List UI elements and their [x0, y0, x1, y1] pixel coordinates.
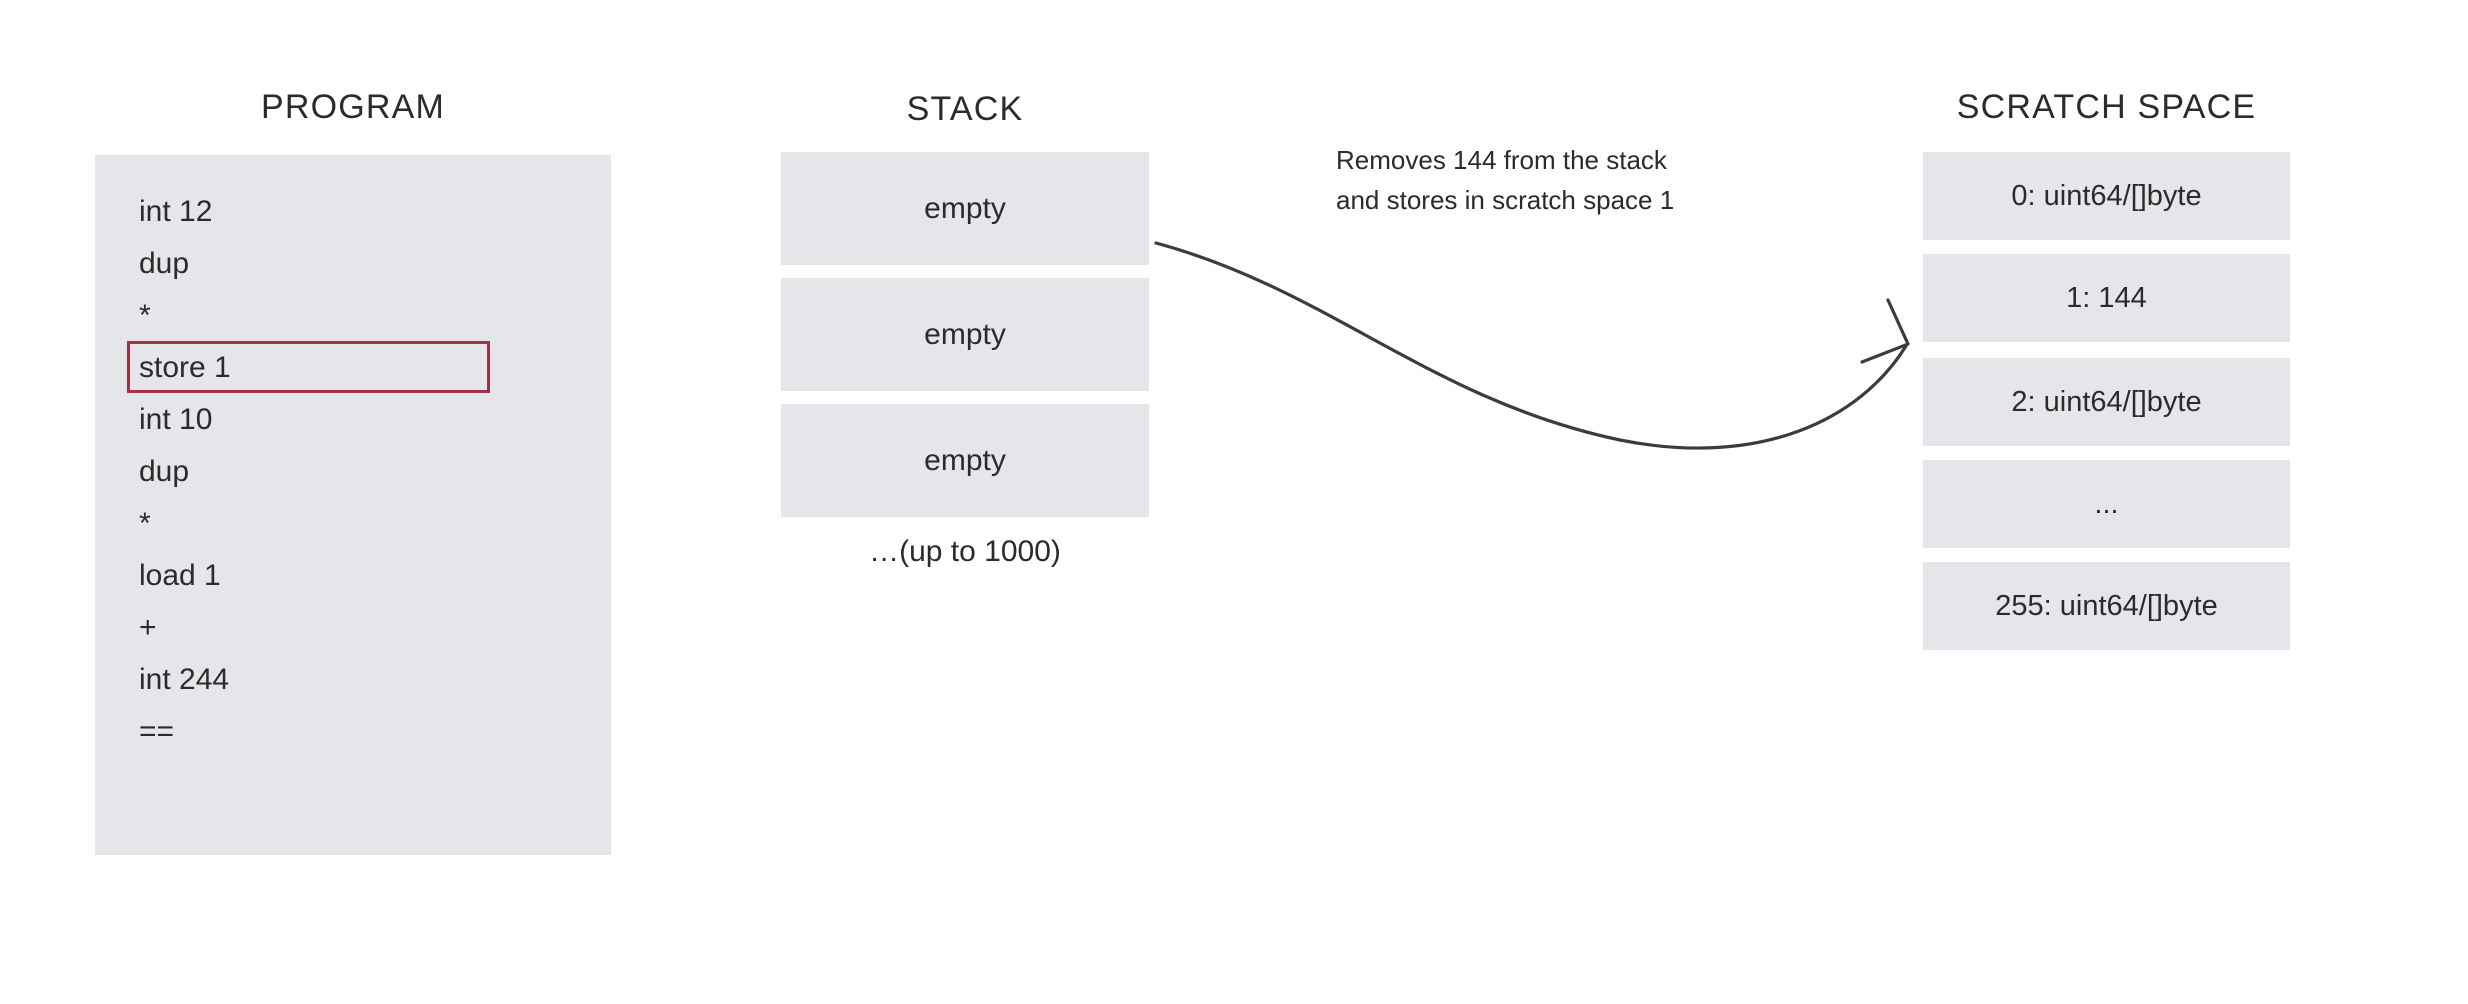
- program-line-9: int 244: [139, 663, 230, 696]
- program-line-3: store 1: [139, 351, 231, 384]
- scratch-space-column-title: SCRATCH SPACE: [1956, 88, 2257, 126]
- stack-cell-2: empty: [781, 404, 1149, 517]
- program-panel: int 12 dup * store 1 int 10 dup * load 1…: [95, 155, 611, 855]
- annotation-text: Removes 144 from the stack and stores in…: [1336, 140, 1806, 220]
- program-line-2: *: [139, 299, 151, 332]
- scratch-cell-0: 0: uint64/[]byte: [1923, 152, 2290, 240]
- program-column-title: PROGRAM: [260, 88, 446, 126]
- program-line-5: dup: [139, 455, 190, 488]
- stack-cell-0: empty: [781, 152, 1149, 265]
- program-line-10: ==: [139, 715, 175, 748]
- program-line-highlight-box: [127, 341, 490, 393]
- program-line-7: load 1: [139, 559, 221, 592]
- scratch-cell-2: 2: uint64/[]byte: [1923, 358, 2290, 446]
- program-line-0: int 12: [139, 195, 213, 228]
- program-line-6: *: [139, 507, 151, 540]
- annotation-line-2: and stores in scratch space 1: [1336, 185, 1675, 215]
- program-line-8: +: [139, 611, 157, 644]
- scratch-cell-1: 1: 144: [1923, 254, 2290, 342]
- stack-column-title: STACK: [906, 90, 1024, 128]
- scratch-cell-3: ...: [1923, 460, 2290, 548]
- annotation-line-1: Removes 144 from the stack: [1336, 145, 1667, 175]
- stack-overflow-note: …(up to 1000): [869, 535, 1061, 568]
- program-line-4: int 10: [139, 403, 213, 436]
- scratch-cell-4: 255: uint64/[]byte: [1923, 562, 2290, 650]
- program-line-1: dup: [139, 247, 190, 280]
- stack-cell-1: empty: [781, 278, 1149, 391]
